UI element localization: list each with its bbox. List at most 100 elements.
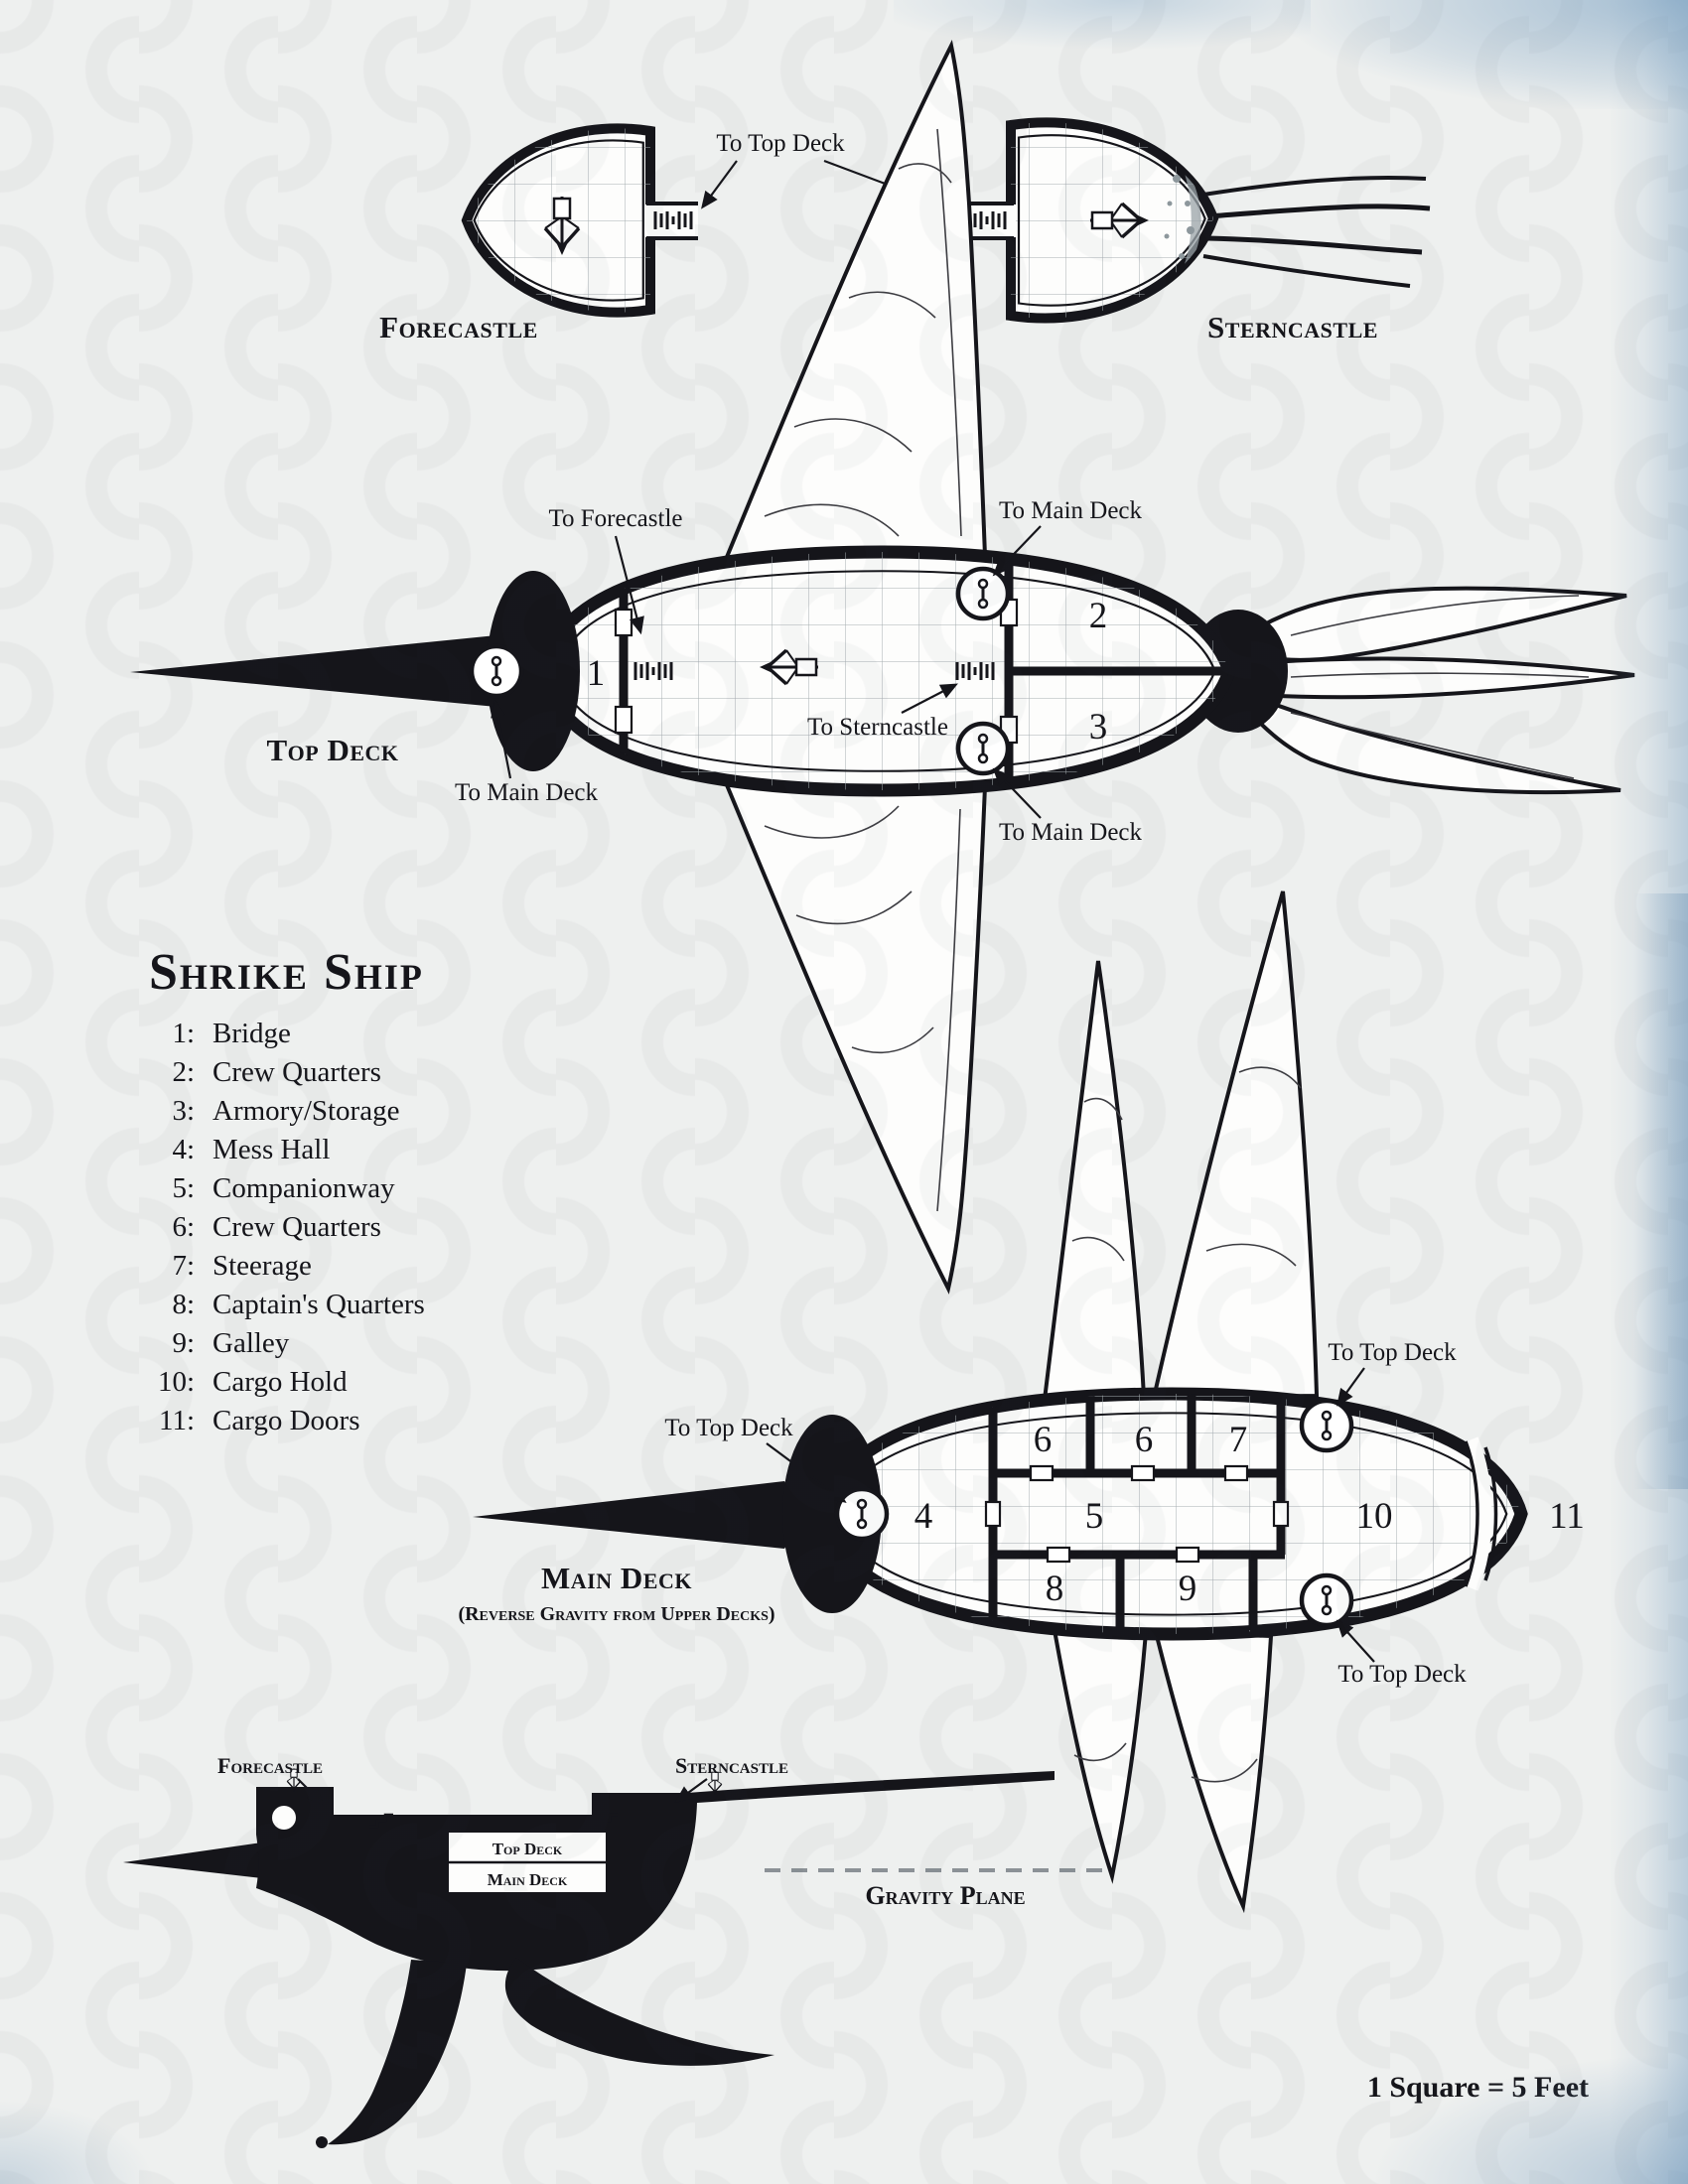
svg-text:To Main Deck: To Main Deck xyxy=(999,497,1143,524)
profile-hull xyxy=(256,1771,1055,1972)
legend-num: 7: xyxy=(172,1250,195,1282)
door xyxy=(1029,1464,1055,1482)
profile-main-deck-label: Main Deck xyxy=(488,1870,568,1889)
svg-text:To Main Deck: To Main Deck xyxy=(999,819,1143,846)
door xyxy=(1130,1464,1156,1482)
sail-contours xyxy=(1071,1066,1302,1267)
legend-label: Steerage xyxy=(212,1250,312,1282)
forecastle-caption: Forecastle xyxy=(379,310,538,344)
room-number: 5 xyxy=(1085,1496,1104,1537)
legend-label: Companionway xyxy=(212,1172,395,1204)
main-deck-upper-sail-left xyxy=(1042,960,1147,1403)
annotation-to-top-deck-bow: To Top Deck xyxy=(664,1415,847,1503)
stairs-mark xyxy=(594,1813,618,1829)
annotation-to-main-deck-top: To Main Deck xyxy=(992,497,1143,577)
door xyxy=(984,1500,1002,1528)
legend-num: 8: xyxy=(172,1289,195,1320)
svg-text:To Forecastle: To Forecastle xyxy=(548,505,682,532)
legend-label: Crew Quarters xyxy=(212,1056,381,1088)
bow-cap xyxy=(782,1415,882,1613)
main-deck-upper-sail-right xyxy=(1151,890,1320,1401)
sail-contours xyxy=(1073,1742,1258,1783)
svg-text:To Top Deck: To Top Deck xyxy=(1337,1661,1467,1688)
main-deck-lower-sail-right xyxy=(1153,1629,1274,1914)
porthole xyxy=(272,1806,296,1830)
svg-text:Forecastle: Forecastle xyxy=(217,1753,323,1778)
profile-keel-fin xyxy=(504,1958,774,2066)
main-deck-caption: Main Deck xyxy=(541,1561,692,1595)
legend-label: Galley xyxy=(212,1327,290,1359)
top-deck-plan: 1 2 3 To Forecastle To Main Deck To Ster… xyxy=(130,39,1635,1295)
forecastle-plan: Forecastle xyxy=(379,115,698,344)
profile-spike xyxy=(123,1843,262,1878)
room-number: 6 xyxy=(1135,1420,1154,1460)
legend-num: 6: xyxy=(172,1211,195,1243)
svg-text:To Sterncastle: To Sterncastle xyxy=(807,714,948,741)
room-number: 9 xyxy=(1179,1569,1197,1609)
door xyxy=(614,608,633,637)
door xyxy=(1046,1546,1071,1564)
main-deck-note: (Reverse Gravity from Upper Decks) xyxy=(458,1603,774,1625)
room-number: 11 xyxy=(1549,1496,1585,1537)
room-number: 1 xyxy=(587,653,606,694)
sail-contours xyxy=(764,128,962,537)
scale-note: 1 Square = 5 Feet xyxy=(1367,2071,1589,2104)
room-number: 2 xyxy=(1089,596,1108,636)
legend-num: 1: xyxy=(172,1018,195,1049)
annotation-to-sterncastle: To Sterncastle xyxy=(807,683,958,741)
top-deck-lower-sail xyxy=(721,777,988,1295)
annotation-to-top-deck-right-top: To Top Deck xyxy=(1328,1339,1457,1407)
legend-label: Mess Hall xyxy=(212,1134,330,1165)
forecastle-hatch-stub xyxy=(644,205,698,237)
cargo-door-seam xyxy=(1464,1436,1498,1591)
page-title: Shrike Ship xyxy=(149,944,424,1001)
svg-text:To Top Deck: To Top Deck xyxy=(1328,1339,1457,1366)
legend-num: 2: xyxy=(172,1056,195,1088)
room-number: 6 xyxy=(1034,1420,1053,1460)
main-deck-grid xyxy=(824,1394,1521,1634)
legend-num: 11: xyxy=(159,1405,195,1436)
svg-text:Sterncastle: Sterncastle xyxy=(675,1753,788,1778)
legend-label: Crew Quarters xyxy=(212,1211,381,1243)
bow-cap xyxy=(487,571,580,771)
annotation-to-forecastle: To Forecastle xyxy=(548,505,683,635)
profile-top-deck-label: Top Deck xyxy=(492,1840,563,1858)
room-number: 4 xyxy=(914,1496,933,1537)
svg-text:To Top Deck: To Top Deck xyxy=(664,1415,793,1441)
door xyxy=(1175,1546,1200,1564)
top-deck-upper-sail xyxy=(721,39,988,565)
annotation-profile-sterncastle: Sterncastle xyxy=(674,1753,788,1803)
top-deck-caption: Top Deck xyxy=(266,733,398,767)
legend-label: Captain's Quarters xyxy=(212,1289,425,1320)
side-profile: Top Deck Main Deck Forecastle Sterncastl… xyxy=(123,1753,1112,2148)
main-deck-lower-sail-left xyxy=(1052,1627,1149,1884)
main-deck-plan: 4 5 6 6 7 8 9 10 11 To Top Deck To Top D… xyxy=(458,890,1585,1914)
legend-num: 4: xyxy=(172,1134,195,1165)
sterncastle-plan: Sterncastle xyxy=(962,109,1431,344)
svg-text:To Main Deck: To Main Deck xyxy=(455,779,599,806)
door xyxy=(1272,1500,1290,1528)
annotation-to-top-deck-right-bottom: To Top Deck xyxy=(1336,1619,1467,1688)
stern-streamers xyxy=(1202,175,1431,288)
gravity-plane-label: Gravity Plane xyxy=(865,1881,1025,1910)
stern-mottle xyxy=(1164,159,1201,282)
sail-contours xyxy=(764,805,961,1212)
to-top-deck-label: To Top Deck xyxy=(716,130,845,157)
legend-label: Bridge xyxy=(212,1018,291,1049)
room-number: 8 xyxy=(1046,1569,1064,1609)
room-number: 7 xyxy=(1229,1420,1248,1460)
legend-label: Cargo Hold xyxy=(212,1366,348,1398)
legend-label: Armory/Storage xyxy=(212,1095,399,1127)
profile-tail-hook xyxy=(328,1960,467,2145)
legend-num: 3: xyxy=(172,1095,195,1127)
legend-num: 10: xyxy=(158,1366,195,1398)
door xyxy=(1223,1464,1249,1482)
door xyxy=(614,705,633,735)
room-number: 3 xyxy=(1089,707,1108,748)
tail-fins xyxy=(1240,586,1635,795)
room-number: 10 xyxy=(1356,1496,1393,1537)
annotation-profile-forecastle: Forecastle xyxy=(217,1753,325,1806)
annotation-to-main-deck-bow: To Main Deck xyxy=(455,699,599,806)
